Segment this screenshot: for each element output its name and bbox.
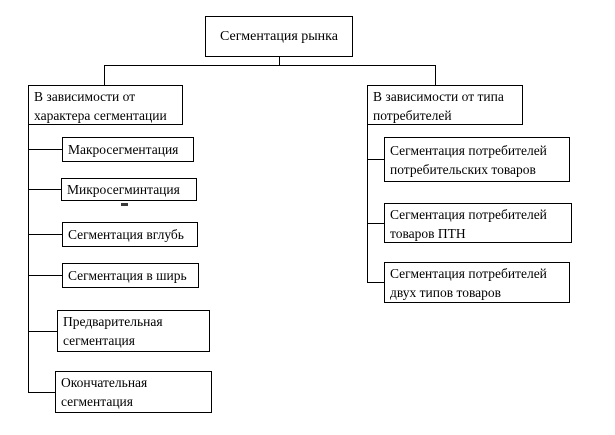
- node-ptn-goods-segmentation-label: Сегментация потребителей товаров ПТН: [390, 207, 547, 241]
- connector-right-drop: [435, 65, 436, 85]
- node-segmentation-in-depth: Сегментация вглубь: [62, 222, 198, 247]
- node-consumer-goods-segmentation: Сегментация потребителей потребительских…: [384, 137, 570, 182]
- branch-header-consumer-type: В зависимости от типа потребителей: [367, 85, 523, 125]
- node-segmentation-in-depth-label: Сегментация вглубь: [68, 227, 184, 242]
- branch-header-character-label: В зависимости от характера сегментации: [34, 89, 167, 123]
- node-consumer-goods-segmentation-label: Сегментация потребителей потребительских…: [390, 143, 547, 177]
- stray-mark: [121, 203, 128, 206]
- root-node-label: Сегментация рынка: [220, 29, 338, 44]
- node-two-types-goods-segmentation: Сегментация потребителей двух типов това…: [384, 262, 570, 303]
- connector-left-stub-5: [28, 331, 57, 332]
- node-final-segmentation: Окончательная сегментация: [55, 371, 212, 413]
- node-segmentation-in-breadth-label: Сегментация в ширь: [68, 268, 187, 283]
- connector-left-stub-4: [28, 275, 62, 276]
- connector-left-stub-6: [28, 392, 55, 393]
- node-macrosegmentation: Макросегментация: [62, 137, 194, 162]
- root-node: Сегментация рынка: [205, 16, 353, 57]
- connector-left-stub-1: [28, 149, 62, 150]
- node-two-types-goods-segmentation-label: Сегментация потребителей двух типов това…: [390, 266, 547, 300]
- node-segmentation-in-breadth: Сегментация в ширь: [62, 263, 199, 288]
- connector-main-hbar: [104, 65, 436, 66]
- connector-left-stub-2: [28, 189, 61, 190]
- connector-right-spine: [367, 125, 368, 283]
- connector-root-stem: [279, 57, 280, 66]
- connector-left-drop: [104, 65, 105, 85]
- node-preliminary-segmentation-label: Предварительная сегментация: [63, 314, 163, 348]
- connector-left-spine: [28, 125, 29, 393]
- connector-right-stub-1: [367, 159, 384, 160]
- node-final-segmentation-label: Окончательная сегментация: [61, 375, 148, 409]
- node-ptn-goods-segmentation: Сегментация потребителей товаров ПТН: [384, 203, 572, 243]
- branch-header-consumer-type-label: В зависимости от типа потребителей: [373, 89, 504, 123]
- connector-left-stub-3: [28, 234, 62, 235]
- branch-header-character: В зависимости от характера сегментации: [28, 85, 183, 125]
- node-microsegmentation-label: Микросегминтация: [67, 182, 180, 197]
- node-preliminary-segmentation: Предварительная сегментация: [57, 310, 210, 352]
- node-macrosegmentation-label: Макросегментация: [68, 142, 179, 157]
- node-microsegmentation: Микросегминтация: [61, 178, 197, 201]
- connector-right-stub-3: [367, 282, 384, 283]
- connector-right-stub-2: [367, 223, 384, 224]
